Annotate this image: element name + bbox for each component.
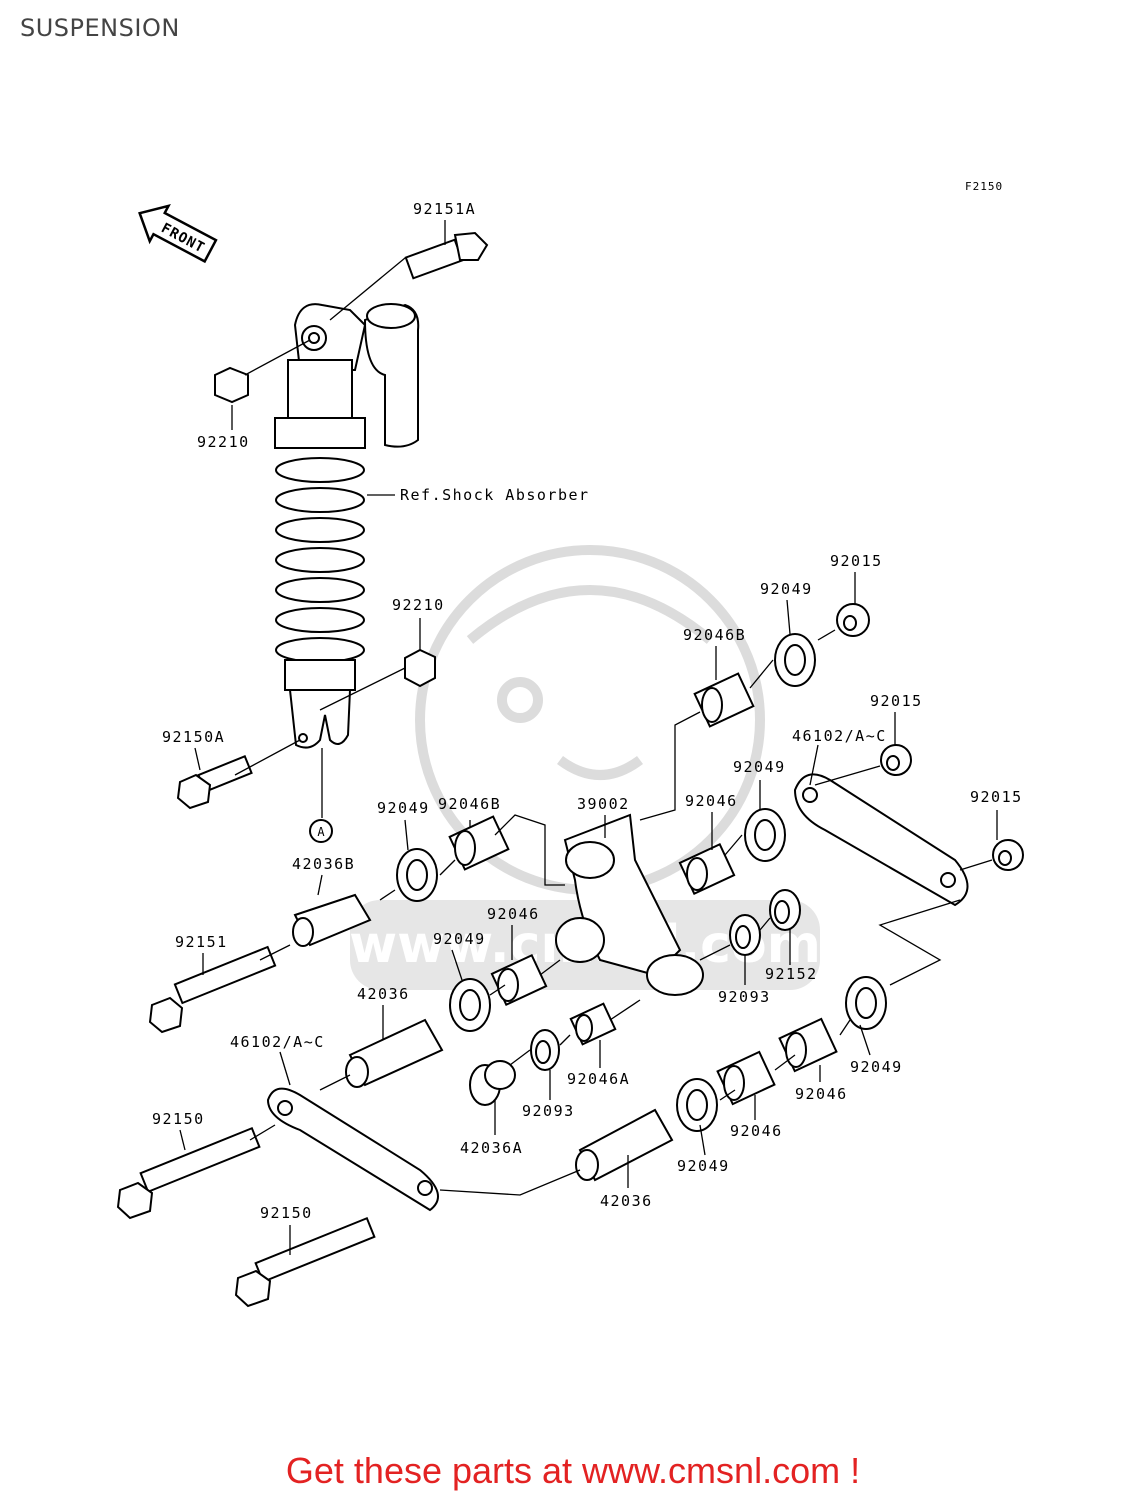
label-92049-b[interactable]: 92049	[733, 758, 786, 776]
tie-rod-right	[793, 773, 969, 907]
leader-lines	[179, 220, 998, 1255]
label-92049-a[interactable]: 92049	[760, 580, 813, 598]
figure-code: F2150	[965, 180, 1003, 193]
bearing-92046-c-icon	[778, 1017, 838, 1073]
label-92046-b[interactable]: 92046	[487, 905, 540, 923]
nut-92210-top-icon	[214, 366, 249, 404]
label-42036-a[interactable]: 42036	[357, 985, 410, 1003]
seal-92152-icon	[769, 889, 801, 931]
label-92046-c[interactable]: 92046	[795, 1085, 848, 1103]
nut-92015-b-icon	[880, 744, 912, 776]
label-92152[interactable]: 92152	[765, 965, 818, 983]
page-title: SUSPENSION	[20, 14, 180, 42]
label-92046B-a[interactable]: 92046B	[683, 626, 746, 644]
part-labels: F2150 92151A 92210 Ref.Shock Absorber 92…	[152, 180, 1023, 1222]
shock-spring	[275, 457, 365, 663]
label-92015-c[interactable]: 92015	[970, 788, 1023, 806]
nut-92015-c-icon	[992, 839, 1024, 871]
seal-92093-a-icon	[729, 914, 761, 956]
collar-42036B-icon	[292, 893, 372, 947]
label-92093-b[interactable]: 92093	[522, 1102, 575, 1120]
label-92049-e[interactable]: 92049	[850, 1058, 903, 1076]
label-92046B-b[interactable]: 92046B	[438, 795, 501, 813]
bearing-92046-a-icon	[678, 842, 736, 896]
washer-92049-f-icon	[676, 1078, 718, 1132]
washer-92049-e-icon	[845, 976, 887, 1030]
label-92015-a[interactable]: 92015	[830, 552, 883, 570]
footer-link[interactable]: Get these parts at www.cmsnl.com !	[285, 1450, 861, 1491]
collar-42036-a-icon	[345, 1018, 444, 1088]
label-42036-b[interactable]: 42036	[600, 1192, 653, 1210]
label-92049-c[interactable]: 92049	[377, 799, 430, 817]
nut-92015-a-icon	[836, 603, 870, 637]
label-42036B[interactable]: 42036B	[292, 855, 355, 873]
bolt-92151-icon	[148, 945, 277, 1034]
bearing-92046B-b-icon	[448, 815, 510, 871]
label-92151A[interactable]: 92151A	[413, 200, 476, 218]
label-92151[interactable]: 92151	[175, 933, 228, 951]
label-42036A[interactable]: 42036A	[460, 1139, 523, 1157]
washer-92049-c-icon	[396, 848, 438, 902]
label-92049-f[interactable]: 92049	[677, 1157, 730, 1175]
label-ref-shock[interactable]: Ref.Shock Absorber	[400, 486, 590, 504]
label-92150A[interactable]: 92150A	[162, 728, 225, 746]
label-92049-d[interactable]: 92049	[433, 930, 486, 948]
label-39002[interactable]: 39002	[577, 795, 630, 813]
bearing-92046B-a-icon	[693, 672, 755, 728]
label-92046A[interactable]: 92046A	[567, 1070, 630, 1088]
tie-rod-left	[266, 1087, 439, 1212]
assembly-lines	[234, 257, 993, 1196]
label-92046-d[interactable]: 92046	[730, 1122, 783, 1140]
ref-marker-A-icon: A	[309, 819, 333, 843]
svg-text:A: A	[317, 825, 325, 839]
label-46102-left[interactable]: 46102/A~C	[230, 1033, 325, 1051]
rocker-arm-39002	[555, 813, 704, 996]
nut-92210-mid-icon	[404, 648, 436, 688]
bolt-92150-b-icon	[234, 1216, 376, 1308]
label-92150-a[interactable]: 92150	[152, 1110, 205, 1128]
washer-92049-d-icon	[449, 978, 491, 1032]
label-92015-b[interactable]: 92015	[870, 692, 923, 710]
bolt-92150A-icon	[176, 754, 253, 810]
bolt-92151A-icon	[404, 231, 489, 280]
label-92093-a[interactable]: 92093	[718, 988, 771, 1006]
label-92150-b[interactable]: 92150	[260, 1204, 313, 1222]
label-92046-a[interactable]: 92046	[685, 792, 738, 810]
washer-92049-b-icon	[744, 808, 786, 862]
bearing-92046-d-icon	[716, 1050, 776, 1106]
shock-absorber	[274, 303, 420, 749]
label-92210-mid[interactable]: 92210	[392, 596, 445, 614]
bearing-92046-b-icon	[490, 953, 548, 1007]
label-92210-top[interactable]: 92210	[197, 433, 250, 451]
label-46102-right[interactable]: 46102/A~C	[792, 727, 887, 745]
front-arrow-icon: FRONT	[138, 203, 218, 264]
bearing-92046A-icon	[569, 1002, 617, 1046]
collar-42036-b-icon	[575, 1108, 674, 1182]
seal-92093-b-icon	[530, 1029, 560, 1071]
bolt-92150-a-icon	[116, 1126, 261, 1220]
collar-42036A-icon	[469, 1060, 516, 1106]
washer-92049-a-icon	[774, 633, 816, 687]
